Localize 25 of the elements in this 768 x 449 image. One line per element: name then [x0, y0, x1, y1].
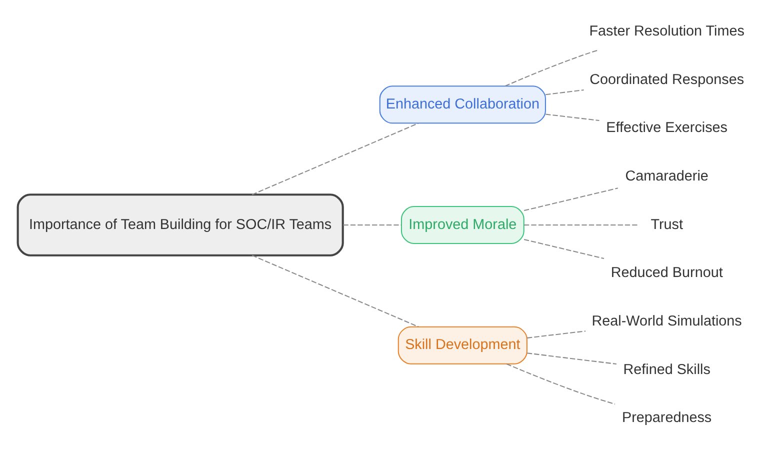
node-text: Trust: [650, 216, 682, 232]
connector: [545, 113, 599, 121]
connector: [526, 352, 616, 364]
node-text: Faster Resolution Times: [588, 22, 744, 39]
connector: [523, 238, 604, 259]
connector: [251, 122, 418, 195]
connector: [251, 254, 418, 327]
node-text: Reduced Burnout: [610, 264, 722, 281]
node-text: Real-World Simulations: [591, 312, 742, 329]
connector: [342, 224, 401, 226]
connector: [523, 187, 618, 211]
node-text: Preparedness: [622, 410, 712, 426]
node-box: Importance of Team Building for SOC/IR Teams: [16, 193, 344, 256]
connector: [545, 88, 584, 95]
node-text: Camaraderie: [624, 168, 708, 184]
connector: [506, 362, 615, 404]
node-text: Refined Skills: [622, 361, 710, 378]
node-text: Effective Exercises: [606, 120, 727, 136]
node-box: Improved Morale: [400, 205, 524, 244]
node-box: Skill Development: [397, 326, 527, 364]
node-text: Coordinated Responses: [589, 71, 744, 88]
connector: [524, 224, 638, 226]
node-box: Enhanced Collaboration: [378, 85, 546, 124]
connector: [526, 330, 586, 338]
connector: [504, 49, 598, 86]
